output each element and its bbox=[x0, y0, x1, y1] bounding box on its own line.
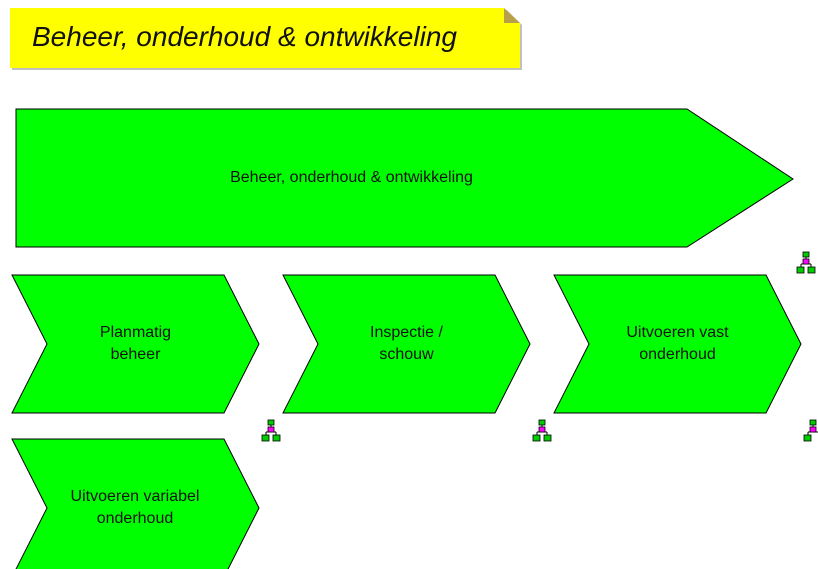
process-uitvoeren-variabel-onderhoud-shape[interactable] bbox=[11, 438, 260, 569]
hierarchy-icon[interactable] bbox=[796, 251, 816, 274]
process-planmatig-beheer-label: Planmatig beheer bbox=[47, 300, 224, 388]
process-label-line1: Uitvoeren vast bbox=[626, 324, 729, 341]
main-process-label: Beheer, onderhoud & ontwikkeling bbox=[16, 109, 687, 247]
process-label-line1: Planmatig bbox=[99, 324, 172, 341]
hierarchy-icon[interactable] bbox=[803, 419, 818, 442]
process-inspectie-schouw-label: Inspectie / schouw bbox=[318, 300, 495, 388]
page-title: Beheer, onderhoud & ontwikkeling bbox=[32, 21, 457, 52]
main-process-shape[interactable] bbox=[15, 108, 794, 248]
process-uitvoeren-variabel-onderhoud-label: Uitvoeren variabel onderhoud bbox=[40, 464, 230, 552]
process-label-line1: Inspectie / bbox=[370, 324, 443, 341]
process-planmatig-beheer-shape[interactable] bbox=[11, 274, 260, 414]
process-inspectie-schouw-shape[interactable] bbox=[282, 274, 531, 414]
process-uitvoeren-vast-onderhoud-shape[interactable] bbox=[553, 274, 802, 414]
process-label-line2: schouw bbox=[379, 346, 434, 363]
title-note: Beheer, onderhoud & ontwikkeling bbox=[10, 8, 526, 72]
hierarchy-icon[interactable] bbox=[532, 419, 552, 442]
process-label-line2: beheer bbox=[110, 346, 161, 363]
title-note-shape bbox=[10, 8, 522, 70]
process-uitvoeren-vast-onderhoud-label: Uitvoeren vast onderhoud bbox=[589, 300, 766, 388]
process-label-line1: Uitvoeren variabel bbox=[70, 488, 200, 505]
hierarchy-icon[interactable] bbox=[261, 419, 281, 442]
process-label-line2: onderhoud bbox=[639, 346, 716, 363]
main-process-text: Beheer, onderhoud & ontwikkeling bbox=[230, 169, 473, 186]
process-label-line2: onderhoud bbox=[96, 510, 174, 527]
